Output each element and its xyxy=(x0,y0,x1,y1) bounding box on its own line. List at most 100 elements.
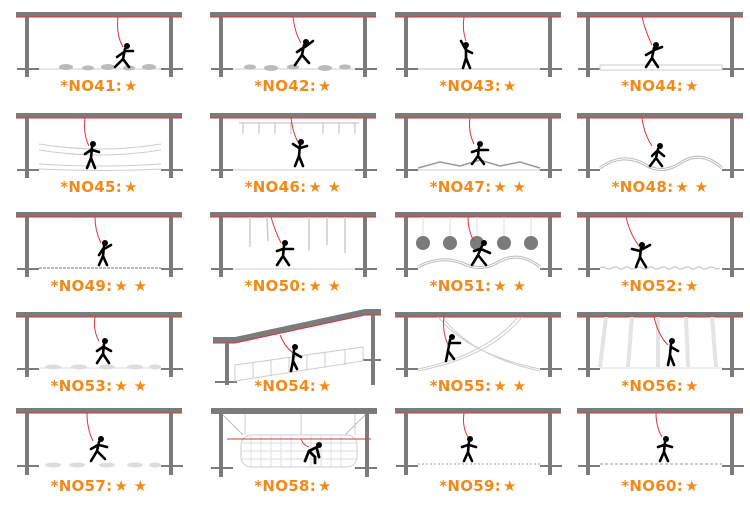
person-icon xyxy=(113,43,135,69)
element-label: *NO52:★ xyxy=(572,277,748,295)
element-card-no56: *NO56:★ xyxy=(572,305,748,405)
element-code: *NO42: xyxy=(254,77,317,95)
difficulty-stars: ★ ★ xyxy=(114,277,148,295)
obstacle-illustration xyxy=(210,113,377,178)
difficulty-stars: ★ xyxy=(318,477,332,495)
element-card-no54: *NO54:★ xyxy=(205,305,381,405)
difficulty-stars: ★ xyxy=(685,277,699,295)
element-card-no53: *NO53:★ ★ xyxy=(11,305,187,405)
element-code: *NO46: xyxy=(244,178,307,196)
element-code: *NO54: xyxy=(254,377,317,395)
element-card-no59: *NO59:★ xyxy=(390,405,566,505)
element-label: *NO48:★ ★ xyxy=(572,178,748,196)
element-label: *NO58:★ xyxy=(205,477,381,495)
element-label: *NO43:★ xyxy=(390,77,566,95)
element-label: *NO54:★ xyxy=(205,377,381,395)
difficulty-stars: ★ ★ xyxy=(114,477,148,495)
difficulty-stars: ★ xyxy=(318,377,332,395)
element-label: *NO41:★ xyxy=(11,77,187,95)
element-code: *NO58: xyxy=(254,477,317,495)
element-code: *NO48: xyxy=(611,178,674,196)
element-card-no46: *NO46:★ ★ xyxy=(205,106,381,206)
element-code: *NO47: xyxy=(429,178,492,196)
difficulty-stars: ★ ★ xyxy=(493,178,527,196)
element-label: *NO45:★ xyxy=(11,178,187,196)
element-card-no55: *NO55:★ ★ xyxy=(390,305,566,405)
element-card-no51: *NO51:★ ★ xyxy=(390,205,566,305)
element-card-no52: *NO52:★ xyxy=(572,205,748,305)
element-code: *NO41: xyxy=(60,77,123,95)
element-card-no43: *NO43:★ xyxy=(390,5,566,105)
element-code: *NO43: xyxy=(439,77,502,95)
element-code: *NO52: xyxy=(621,277,684,295)
obstacle-illustration xyxy=(211,408,377,477)
element-label: *NO47:★ ★ xyxy=(390,178,566,196)
element-code: *NO56: xyxy=(621,377,684,395)
difficulty-stars: ★ xyxy=(685,77,699,95)
difficulty-stars: ★ xyxy=(685,477,699,495)
element-card-no47: *NO47:★ ★ xyxy=(390,106,566,206)
obstacle-illustration xyxy=(395,12,562,77)
difficulty-stars: ★ ★ xyxy=(675,178,709,196)
obstacle-illustration xyxy=(395,212,562,277)
stepping-stones-illustration xyxy=(210,12,377,77)
obstacle-illustration xyxy=(16,408,183,475)
obstacle-illustration xyxy=(577,312,744,377)
stepping-stones-illustration xyxy=(16,12,183,77)
obstacle-illustration xyxy=(16,212,183,277)
element-code: *NO44: xyxy=(621,77,684,95)
element-label: *NO56:★ xyxy=(572,377,748,395)
element-label: *NO49:★ ★ xyxy=(11,277,187,295)
element-label: *NO44:★ xyxy=(572,77,748,95)
element-card-no60: *NO60:★ xyxy=(572,405,748,505)
difficulty-stars: ★ xyxy=(503,77,517,95)
element-code: *NO51: xyxy=(429,277,492,295)
obstacle-illustration xyxy=(16,113,183,178)
obstacle-illustration xyxy=(577,408,744,475)
obstacle-illustration xyxy=(395,408,562,475)
element-label: *NO55:★ ★ xyxy=(390,377,566,395)
element-card-no57: *NO57:★ ★ xyxy=(11,405,187,505)
difficulty-stars: ★ xyxy=(124,77,138,95)
difficulty-stars: ★ ★ xyxy=(114,377,148,395)
element-code: *NO53: xyxy=(50,377,113,395)
obstacle-illustration xyxy=(577,12,744,77)
element-label: *NO60:★ xyxy=(572,477,748,495)
obstacle-illustration xyxy=(210,212,377,277)
element-label: *NO51:★ ★ xyxy=(390,277,566,295)
element-card-no49: *NO49:★ ★ xyxy=(11,205,187,305)
obstacle-illustration xyxy=(213,309,381,385)
element-card-no50: *NO50:★ ★ xyxy=(205,205,381,305)
difficulty-stars: ★ xyxy=(124,178,138,196)
element-card-no41: *NO41:★ xyxy=(11,5,187,105)
difficulty-stars: ★ xyxy=(503,477,517,495)
obstacle-illustration xyxy=(577,212,744,277)
obstacle-illustration xyxy=(16,312,183,377)
element-code: *NO55: xyxy=(429,377,492,395)
element-card-no42: *NO42:★ xyxy=(205,5,381,105)
element-card-no48: *NO48:★ ★ xyxy=(572,106,748,206)
element-code: *NO50: xyxy=(244,277,307,295)
element-code: *NO57: xyxy=(50,477,113,495)
element-label: *NO50:★ ★ xyxy=(205,277,381,295)
element-card-no58: *NO58:★ xyxy=(205,405,381,505)
difficulty-stars: ★ ★ xyxy=(493,277,527,295)
element-code: *NO49: xyxy=(50,277,113,295)
element-label: *NO53:★ ★ xyxy=(11,377,187,395)
element-label: *NO46:★ ★ xyxy=(205,178,381,196)
obstacle-illustration xyxy=(395,113,562,178)
element-card-no44: *NO44:★ xyxy=(572,5,748,105)
element-label: *NO59:★ xyxy=(390,477,566,495)
element-code: *NO45: xyxy=(60,178,123,196)
element-code: *NO60: xyxy=(621,477,684,495)
obstacle-illustration xyxy=(395,312,562,377)
element-label: *NO42:★ xyxy=(205,77,381,95)
element-label: *NO57:★ ★ xyxy=(11,477,187,495)
difficulty-stars: ★ xyxy=(685,377,699,395)
difficulty-stars: ★ ★ xyxy=(493,377,527,395)
element-code: *NO59: xyxy=(439,477,502,495)
difficulty-stars: ★ xyxy=(318,77,332,95)
element-card-no45: *NO45:★ xyxy=(11,106,187,206)
difficulty-stars: ★ ★ xyxy=(308,178,342,196)
obstacle-illustration xyxy=(577,113,744,178)
